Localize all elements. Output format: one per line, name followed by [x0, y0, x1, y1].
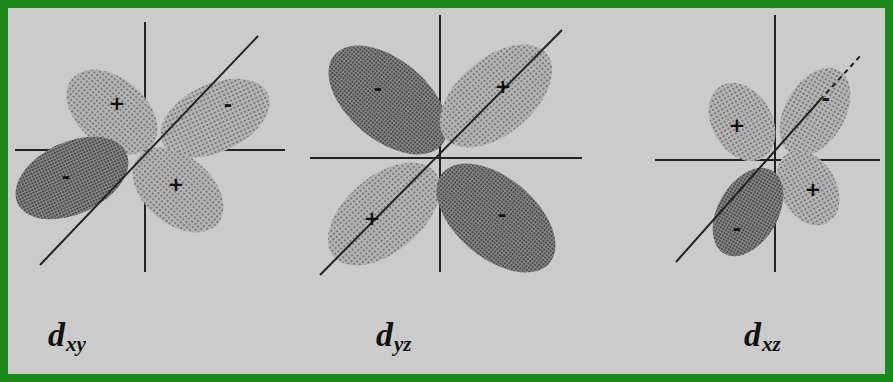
orbital-subscript: xz: [762, 334, 781, 355]
figure-panel: +--+dxy-++-dyz+-+-dxz: [8, 8, 885, 374]
phase-sign: +: [168, 174, 185, 194]
phase-sign: +: [729, 115, 746, 135]
phase-sign: +: [495, 76, 512, 96]
phase-sign: +: [805, 179, 822, 199]
phase-sign: -: [374, 78, 382, 98]
phase-sign: -: [62, 166, 70, 186]
phase-sign: -: [224, 94, 232, 114]
orbital-subscript: yz: [394, 334, 412, 355]
phase-sign: +: [109, 93, 126, 113]
phase-sign: -: [822, 88, 830, 108]
orbital-label: d: [744, 318, 761, 352]
phase-sign: +: [364, 208, 381, 228]
phase-sign: -: [733, 218, 741, 238]
orbital-label: d: [48, 318, 65, 352]
orbital-subscript: xy: [66, 334, 86, 355]
orbital-label: d: [376, 318, 393, 352]
phase-sign: -: [498, 204, 506, 224]
